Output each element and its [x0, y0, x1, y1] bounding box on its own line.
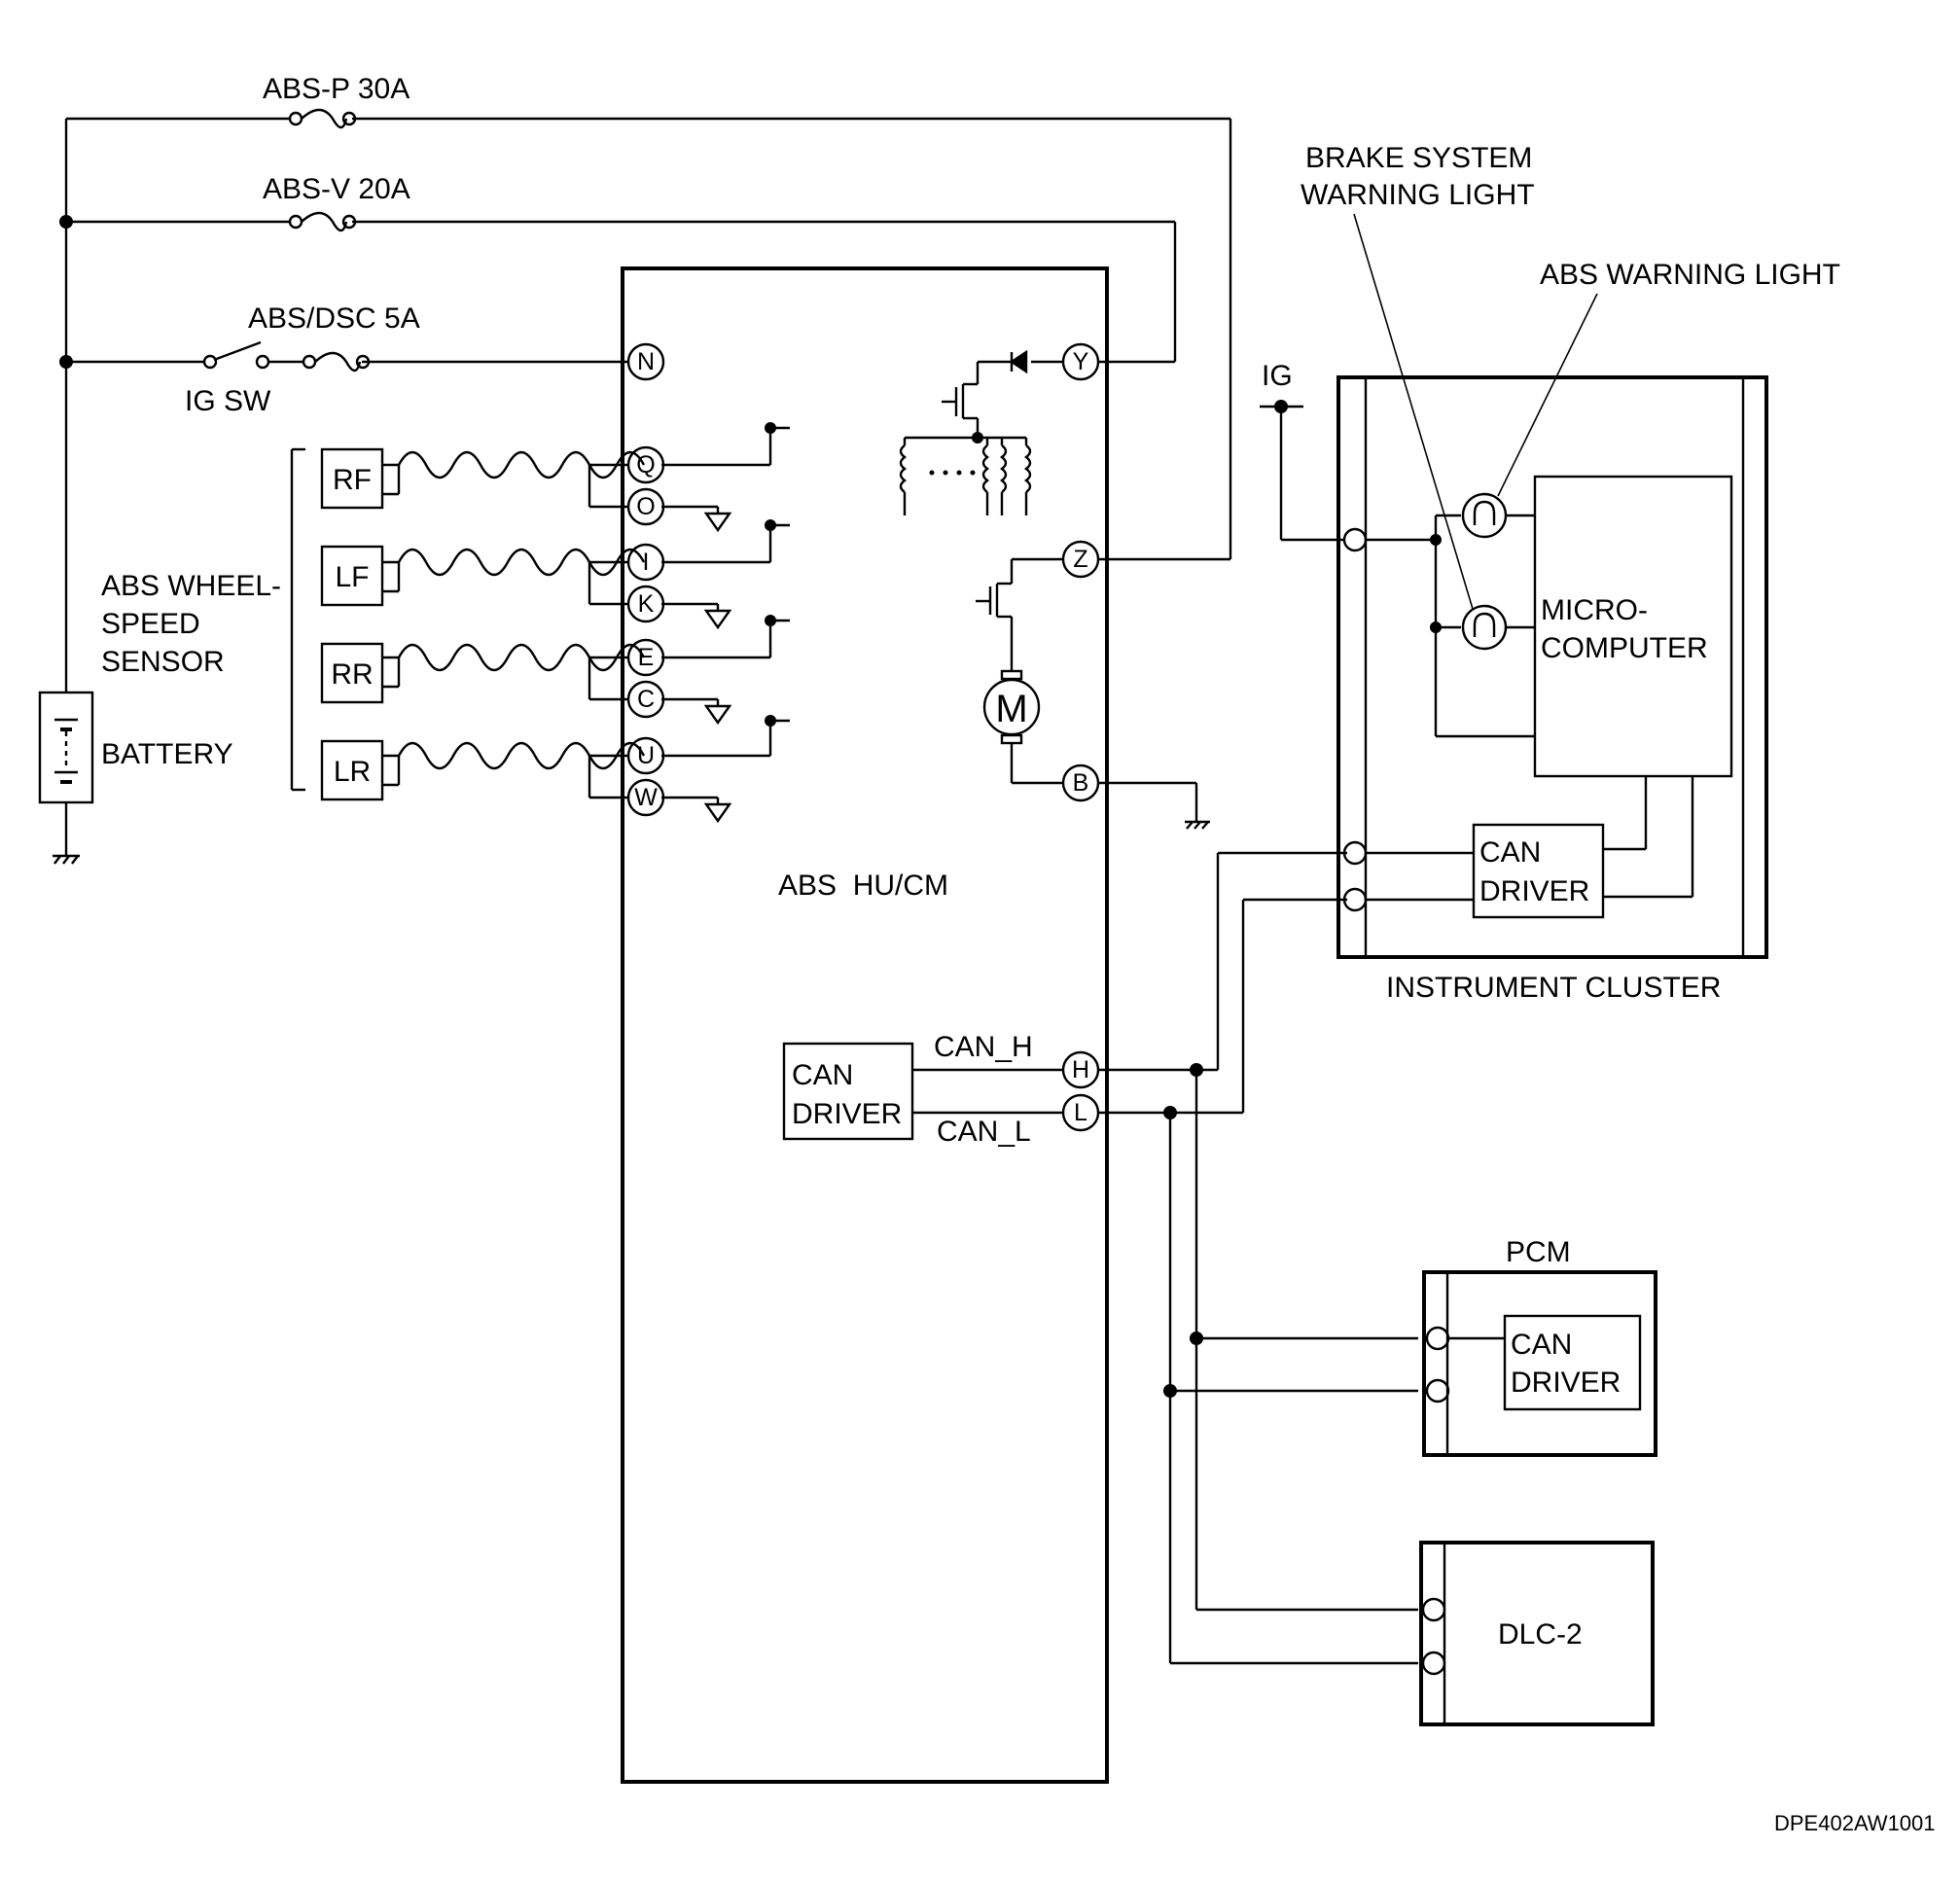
pcm-label: PCM — [1506, 1236, 1571, 1268]
sensor-lf-label: LF — [335, 561, 369, 593]
hucm-can-driver-box — [782, 1042, 914, 1141]
fuse-abs-v-label: ABS-V 20A — [263, 173, 410, 205]
hucm-right-pins: Y Z B H L — [1061, 342, 1100, 1132]
sensor-lf: LF — [320, 545, 646, 607]
sensor-lr-label: LR — [334, 756, 371, 788]
pin-b-ground-icon — [1097, 781, 1210, 830]
sensor-lr: LR — [320, 739, 646, 801]
instrument-cluster — [1260, 375, 1768, 959]
brake-light-label-line2: WARNING LIGHT — [1301, 179, 1535, 211]
dlc-label: DLC-2 — [1498, 1618, 1583, 1651]
pcm-can-driver-label-1: CAN — [1511, 1329, 1572, 1361]
hucm-pump-motor-circuit: M — [976, 557, 1063, 785]
abs-light-label: ABS WARNING LIGHT — [1540, 259, 1840, 291]
pin-i: I — [643, 549, 650, 576]
pin-c: C — [637, 686, 655, 713]
pin-y: Y — [1073, 348, 1089, 375]
pin-w: W — [634, 784, 658, 811]
abs-hucm-box — [621, 266, 1109, 1784]
micro-label-line2: COMPUTER — [1541, 632, 1708, 664]
hucm-left-pins: N Q O I K E C U W — [626, 342, 665, 817]
pump-motor-label: M — [995, 688, 1027, 730]
abs-hucm-label: ABS HU/CM — [778, 870, 948, 902]
ig-switch-label: IG SW — [185, 385, 271, 417]
sensor-bracket — [290, 447, 305, 792]
warning-light-leaders — [1353, 213, 1598, 610]
fuse-abs-dsc-label: ABS/DSC 5A — [248, 302, 420, 335]
hucm-valve-relay-circuit — [899, 349, 1063, 515]
sensor-rf-label: RF — [333, 464, 372, 496]
sensor-rr: RR — [320, 642, 646, 704]
fuse-abs-p-icon — [288, 108, 357, 129]
sensor-rf: RF — [320, 447, 646, 510]
fuse-abs-dsc-icon — [302, 351, 371, 373]
pin-b: B — [1073, 769, 1089, 797]
pin-h: H — [1072, 1056, 1089, 1083]
ig-switch-icon — [202, 340, 303, 370]
dlc-2 — [1419, 1541, 1655, 1726]
fuse-abs-p-label: ABS-P 30A — [263, 73, 410, 105]
figure-code: DPE402AW1001 — [1774, 1811, 1936, 1835]
pin-o: O — [636, 493, 655, 520]
wheel-sensor-label-line3: SENSOR — [101, 646, 225, 678]
hucm-sensor-inputs — [661, 422, 790, 824]
battery-ground-icon — [53, 854, 80, 865]
wheel-sensor-label-line2: SPEED — [101, 608, 200, 640]
fuse-abs-v-icon — [288, 211, 357, 232]
hucm-can-driver-label-1: CAN — [792, 1059, 853, 1091]
brake-light-label-line1: BRAKE SYSTEM — [1305, 142, 1532, 174]
pcm-can-driver-label-2: DRIVER — [1511, 1367, 1621, 1399]
brake-warning-bulb-icon — [1461, 604, 1508, 651]
can-l-label: CAN_L — [937, 1116, 1031, 1148]
pin-z: Z — [1073, 546, 1087, 573]
sensor-rr-label: RR — [331, 658, 373, 691]
pin-e: E — [638, 644, 655, 671]
battery-icon — [38, 691, 94, 804]
can-bus-wiring — [1097, 851, 1418, 1665]
wheel-sensor-label-line1: ABS WHEEL- — [101, 570, 281, 602]
pin-k: K — [638, 590, 655, 618]
ig-label: IG — [1262, 360, 1293, 392]
pin-u: U — [637, 742, 655, 769]
abs-warning-bulb-icon — [1461, 492, 1508, 539]
cluster-can-driver-label-1: CAN — [1479, 836, 1541, 869]
pcm — [1422, 1270, 1657, 1457]
pin-n: N — [637, 348, 655, 375]
battery-label: BATTERY — [101, 738, 233, 770]
hucm-can-driver-label-2: DRIVER — [792, 1098, 902, 1130]
instrument-cluster-label: INSTRUMENT CLUSTER — [1386, 972, 1721, 1004]
pin-q: Q — [636, 451, 655, 479]
power-feed-wiring — [59, 117, 1232, 856]
cluster-can-driver-label-2: DRIVER — [1479, 875, 1589, 907]
micro-label-line1: MICRO- — [1541, 594, 1648, 626]
can-h-label: CAN_H — [934, 1031, 1033, 1063]
pin-l: L — [1074, 1099, 1087, 1126]
